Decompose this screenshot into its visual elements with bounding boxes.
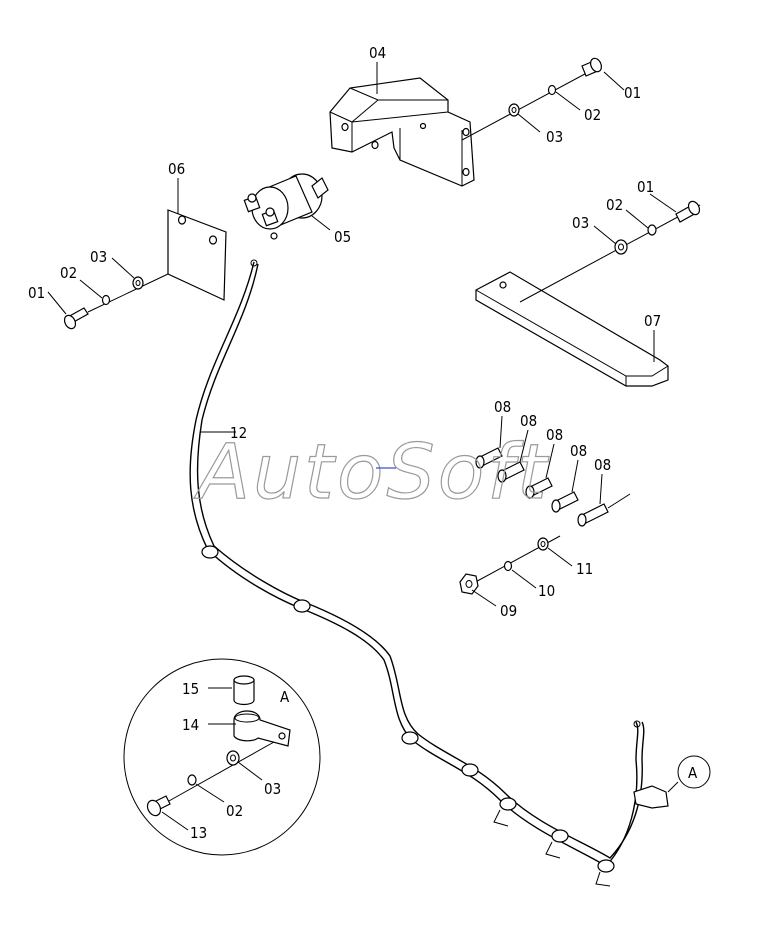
label-14: 14 — [182, 716, 199, 734]
label-a-callout: A — [688, 764, 698, 782]
label-08-c: 08 — [546, 426, 563, 444]
label-03-top: 03 — [546, 128, 563, 146]
label-02-left: 02 — [60, 264, 77, 282]
label-08-d: 08 — [570, 442, 587, 460]
label-a-detail: A — [280, 688, 290, 706]
connectors-08 — [475, 447, 631, 527]
label-01-strap: 01 — [637, 178, 654, 196]
label-09: 09 — [500, 602, 517, 620]
label-06: 06 — [168, 160, 185, 178]
label-02-top: 02 — [584, 106, 601, 124]
strap-07 — [475, 200, 701, 387]
label-05: 05 — [334, 228, 351, 246]
label-01-left: 01 — [28, 284, 45, 302]
label-03-left: 03 — [90, 248, 107, 266]
callout-a — [667, 755, 711, 793]
label-03-strap: 03 — [572, 214, 589, 232]
label-02-strap: 02 — [606, 196, 623, 214]
left-fasteners — [63, 273, 169, 330]
label-08-b: 08 — [520, 412, 537, 430]
upper-right-fasteners — [461, 57, 603, 141]
watermark: AutoSoft — [193, 427, 550, 516]
nut-washer-09-10-11 — [459, 535, 561, 595]
detail-a — [123, 658, 321, 856]
label-08-a: 08 — [494, 398, 511, 416]
label-13: 13 — [190, 824, 207, 842]
label-08-e: 08 — [594, 456, 611, 474]
label-07: 07 — [644, 312, 661, 330]
label-02-detail: 02 — [226, 802, 243, 820]
battery-switch-05 — [243, 173, 329, 240]
label-15: 15 — [182, 680, 199, 698]
label-03-detail: 03 — [264, 780, 281, 798]
label-12: 12 — [230, 424, 247, 442]
plate-06 — [167, 209, 227, 301]
part-labels: 04 01 02 03 06 05 03 02 01 01 02 03 07 0… — [28, 44, 698, 842]
label-10: 10 — [538, 582, 555, 600]
label-04: 04 — [369, 44, 386, 62]
leader-lines — [47, 62, 677, 831]
label-11: 11 — [576, 560, 593, 578]
cable-12 — [189, 259, 669, 887]
label-01-top: 01 — [624, 84, 641, 102]
bracket-04 — [329, 77, 475, 187]
